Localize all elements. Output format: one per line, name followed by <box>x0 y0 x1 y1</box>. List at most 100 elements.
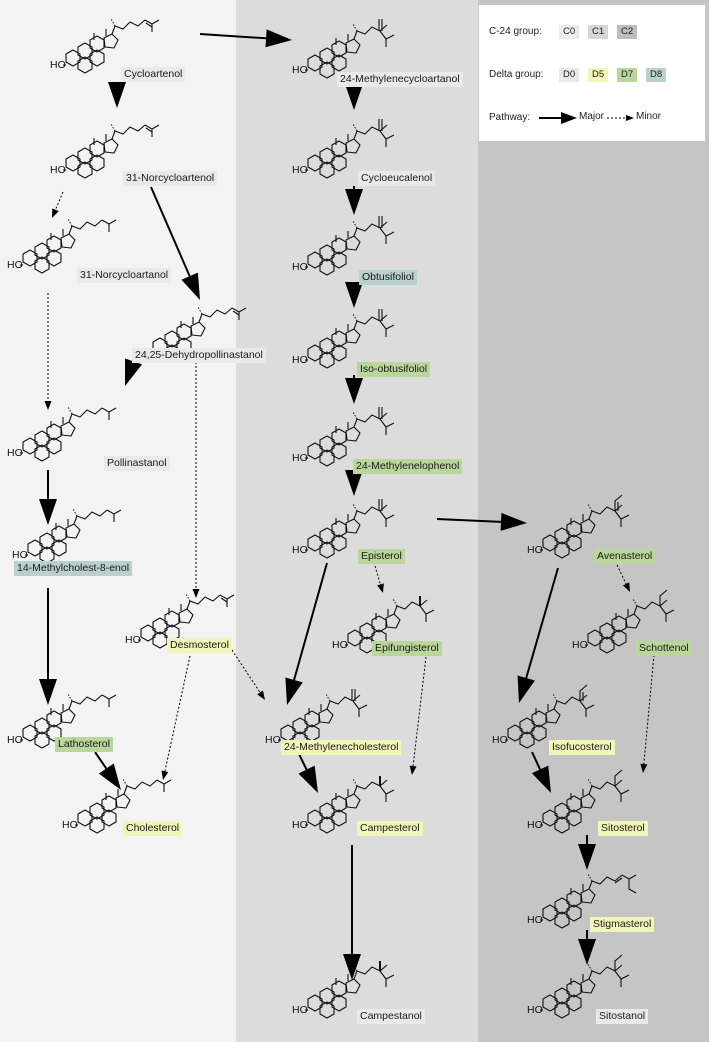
pollinastanol-structure-icon: HO <box>7 406 117 462</box>
arrow-avenasterol-to-isofucosterol <box>517 567 559 703</box>
arrow-episterol-to-epifungisterol <box>374 565 384 593</box>
arrow-stigmasterol-to-sitostanol <box>578 930 596 965</box>
campestanol-hydroxyl-label: HO <box>292 1004 308 1016</box>
arrow-norcycloartanol-to-pollinastanol <box>44 293 52 410</box>
label-schottenol: Schottenol <box>636 641 692 656</box>
arrow-cycloartenol-to-methylene <box>199 29 292 48</box>
legend-chip-c1: C1 <box>588 25 609 39</box>
methylenecholesterol-hydroxyl-label: HO <box>265 734 281 746</box>
cycloeucalenol-structure-icon: HO <box>292 119 395 179</box>
arrow-avenasterol-to-schottenol <box>616 564 630 592</box>
legend-chip-c0: C0 <box>559 25 580 39</box>
avenasterol-hydroxyl-label: HO <box>527 544 543 556</box>
arrow-pollinastanol-to-methylcholestenol <box>39 470 57 525</box>
label-isofucosterol: Isofucosterol <box>549 740 615 755</box>
schottenol-structure-icon: HO <box>572 589 675 654</box>
label-campesterol: Campesterol <box>357 821 423 836</box>
isofucosterol-structure-icon: HO <box>492 684 595 749</box>
lathosterol-structure-icon: HO <box>7 693 117 749</box>
epifungisterol-structure-icon: HO <box>332 596 435 654</box>
arrow-norcycloartenol-to-dehydropollinastanol <box>150 186 200 300</box>
methylenecycloartanol-structure-icon: HO <box>292 19 395 79</box>
label-methylenecycloartanol: 24-Methylenecycloartanol <box>337 72 463 87</box>
label-sitostanol: Sitostanol <box>596 1009 649 1024</box>
label-sitosterol: Sitosterol <box>598 821 648 836</box>
campestanol-structure-icon: HO <box>292 961 395 1019</box>
cycloartenol-hydroxyl-label: HO <box>50 59 66 71</box>
arrow-isoobtusifoliol-to-methylenelophenol <box>345 375 363 404</box>
pollinastanol-hydroxyl-label: HO <box>7 447 23 459</box>
label-norcycloartenol: 31-Norcycloartenol <box>123 171 218 186</box>
stigmasterol-hydroxyl-label: HO <box>527 914 543 926</box>
avenasterol-structure-icon: HO <box>527 494 630 559</box>
label-lathosterol: Lathosterol <box>55 737 113 752</box>
arrow-schottenol-to-sitosterol <box>640 654 655 773</box>
desmosterol-hydroxyl-label: HO <box>125 634 141 646</box>
campesterol-hydroxyl-label: HO <box>292 819 308 831</box>
desmosterol-structure-icon: HO <box>125 593 235 649</box>
label-dehydropollinastanol: 24,25-Dehydropollinastanol <box>132 348 266 363</box>
label-obtusifoliol: Obtusifoliol <box>359 270 417 285</box>
arrow-methylenelophenol-to-episterol <box>345 470 363 496</box>
arrow-epifungisterol-to-campesterol <box>409 656 427 775</box>
methylcholestenol-structure-icon: HO <box>12 508 122 564</box>
stigmasterol-structure-icon: HO <box>527 873 637 929</box>
arrow-lathosterol-to-cholesterol <box>94 751 121 790</box>
legend-arrow-samples <box>539 112 634 124</box>
arrow-dehydropollinastanol-to-desmosterol <box>192 362 200 598</box>
episterol-hydroxyl-label: HO <box>292 544 308 556</box>
label-norcycloartanol: 31-Norcycloartanol <box>77 268 172 283</box>
lathosterol-hydroxyl-label: HO <box>7 734 23 746</box>
legend-chip-d0: D0 <box>559 68 580 82</box>
sitostanol-hydroxyl-label: HO <box>527 1004 543 1016</box>
label-episterol: Episterol <box>358 549 405 564</box>
arrow-isofucosterol-to-sitosterol <box>531 751 551 793</box>
legend-chip-d5: D5 <box>588 68 609 82</box>
obtusifoliol-structure-icon: HO <box>292 216 395 276</box>
legend-box: C-24 group: C0 C1 C2 Delta group: D0 D5 … <box>478 4 706 142</box>
arrow-campesterol-to-campestanol <box>343 845 361 980</box>
methylenelophenol-structure-icon: HO <box>292 407 395 467</box>
sitosterol-structure-icon: HO <box>527 769 630 834</box>
methylcholestenol-hydroxyl-label: HO <box>12 549 28 561</box>
methylenelophenol-hydroxyl-label: HO <box>292 452 308 464</box>
label-stigmasterol: Stigmasterol <box>590 917 655 932</box>
arrow-sitosterol-to-stigmasterol <box>578 835 596 870</box>
obtusifoliol-hydroxyl-label: HO <box>292 261 308 273</box>
arrow-methylene-to-cycloeucalenol <box>345 84 363 110</box>
label-isoobtusifoliol: Iso-obtusifoliol <box>357 362 431 377</box>
label-cycloeucalenol: Cycloeucalenol <box>358 171 436 186</box>
legend-chip-d7: D7 <box>617 68 638 82</box>
methylenecholesterol-structure-icon: HO <box>265 689 368 749</box>
arrow-methylcholestenol-to-lathosterol <box>39 588 57 705</box>
label-methylcholestenol: 14-Methylcholest-8-enol <box>14 561 133 576</box>
legend-major-label: Major <box>579 111 605 122</box>
isoobtusifoliol-hydroxyl-label: HO <box>292 354 308 366</box>
norcycloartanol-hydroxyl-label: HO <box>7 259 23 271</box>
sitosterol-hydroxyl-label: HO <box>527 819 543 831</box>
column-c1-background <box>236 0 478 1042</box>
cycloartenol-structure-icon: HO <box>50 18 160 74</box>
label-cholesterol: Cholesterol <box>123 821 183 836</box>
label-cycloartenol: Cycloartenol <box>121 67 186 82</box>
arrow-obtusifoliol-to-isoobtusifoliol <box>345 282 363 308</box>
epifungisterol-hydroxyl-label: HO <box>332 639 348 651</box>
label-avenasterol: Avenasterol <box>594 549 656 564</box>
isofucosterol-hydroxyl-label: HO <box>492 734 508 746</box>
cycloeucalenol-hydroxyl-label: HO <box>292 164 308 176</box>
arrow-cycloartenol-to-norcycloartenol <box>108 82 126 108</box>
legend-c24-title: C-24 group: <box>489 26 542 37</box>
campesterol-structure-icon: HO <box>292 776 395 834</box>
legend-delta-title: Delta group: <box>489 69 544 80</box>
arrow-desmosterol-to-methylenecholesterol <box>231 649 265 700</box>
label-epifungisterol: Epifungisterol <box>372 641 442 656</box>
legend-minor-label: Minor <box>636 111 662 122</box>
episterol-structure-icon: HO <box>292 499 395 559</box>
cholesterol-structure-icon: HO <box>62 778 172 834</box>
legend-pathway-title: Pathway: <box>489 112 531 123</box>
arrow-episterol-to-methylenecholesterol <box>285 562 328 705</box>
norcycloartenol-hydroxyl-label: HO <box>50 164 66 176</box>
norcycloartanol-structure-icon: HO <box>7 218 117 274</box>
norcycloartenol-structure-icon: HO <box>50 123 160 179</box>
